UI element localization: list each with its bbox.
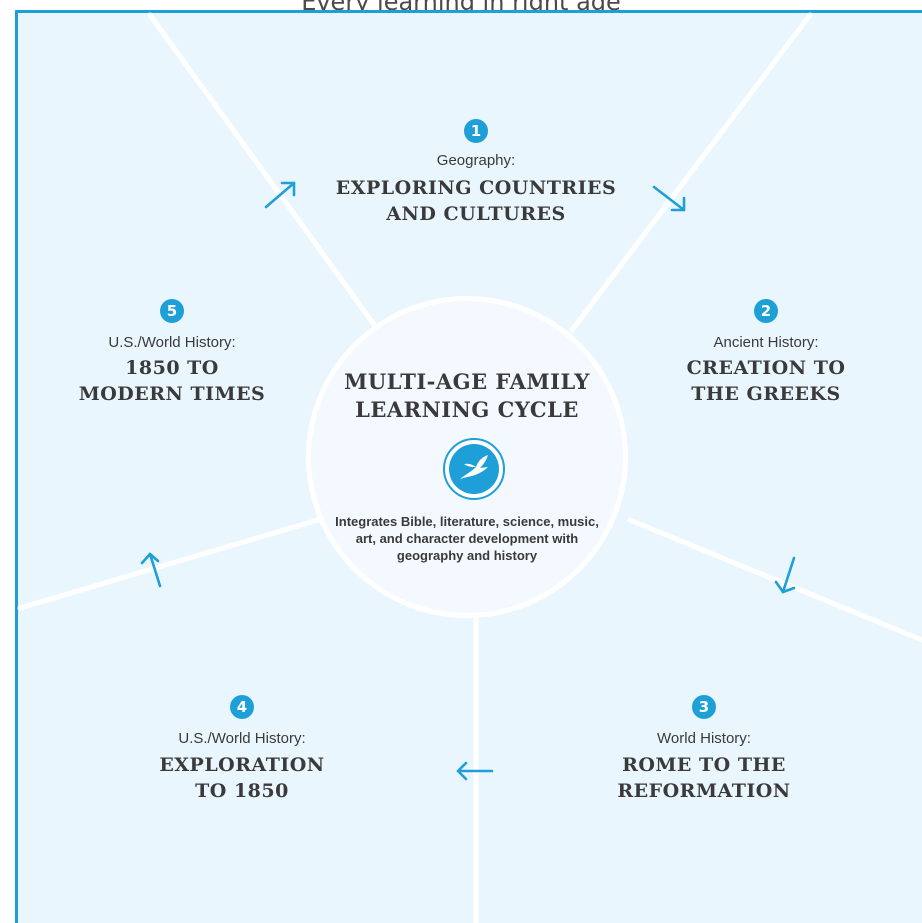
center-title-line1: MULTI-AGE FAMILY [344, 369, 590, 394]
step-2-badge: 2 [754, 299, 778, 323]
arrow-icon-2-to-3 [774, 556, 796, 594]
step-3-title-line1: ROME TO THE [622, 754, 786, 776]
step-1-title-line1: EXPLORING COUNTRIES [335, 177, 617, 199]
divider-line-top-left [147, 12, 381, 333]
center-description: Integrates Bible, literature, science, m… [335, 514, 599, 563]
step-4-title-line2: TO 1850 [195, 780, 289, 802]
step-4-title-line1: EXPLORATION [159, 754, 325, 776]
step-2-title-line2: THE GREEKS [691, 383, 841, 405]
step-1-subtitle: Geography: [436, 152, 516, 169]
step-2-subtitle: Ancient History: [713, 334, 819, 351]
step-3-title-line2: REFORMATION [617, 780, 791, 802]
step-1-title-line2: AND CULTURES [386, 203, 566, 225]
step-2-title-line1: CREATION TO [686, 357, 846, 379]
divider-line-left [17, 517, 321, 611]
step-4-badge: 4 [230, 695, 254, 719]
step-3-subtitle: World History: [657, 730, 751, 747]
arrow-icon-5-to-1 [264, 181, 296, 209]
divider-line-top-right [569, 12, 813, 333]
step-5-badge: 5 [160, 299, 184, 323]
step-1-badge: 1 [464, 119, 488, 143]
center-title: MULTI-AGE FAMILY LEARNING CYCLE [306, 368, 628, 424]
step-4-subtitle: U.S./World History: [178, 730, 306, 747]
arrow-icon-1-to-2 [652, 185, 686, 212]
step-5-subtitle: U.S./World History: [108, 334, 236, 351]
center-title-line2: LEARNING CYCLE [355, 397, 579, 422]
step-3-badge: 3 [692, 695, 716, 719]
arrow-icon-3-to-4 [456, 761, 494, 781]
bird-icon [443, 438, 505, 500]
step-5-title-line2: MODERN TIMES [78, 383, 266, 405]
arrow-icon-4-to-5 [140, 552, 162, 588]
divider-line-right [627, 517, 922, 643]
step-5-title-line1: 1850 TO [125, 357, 219, 379]
